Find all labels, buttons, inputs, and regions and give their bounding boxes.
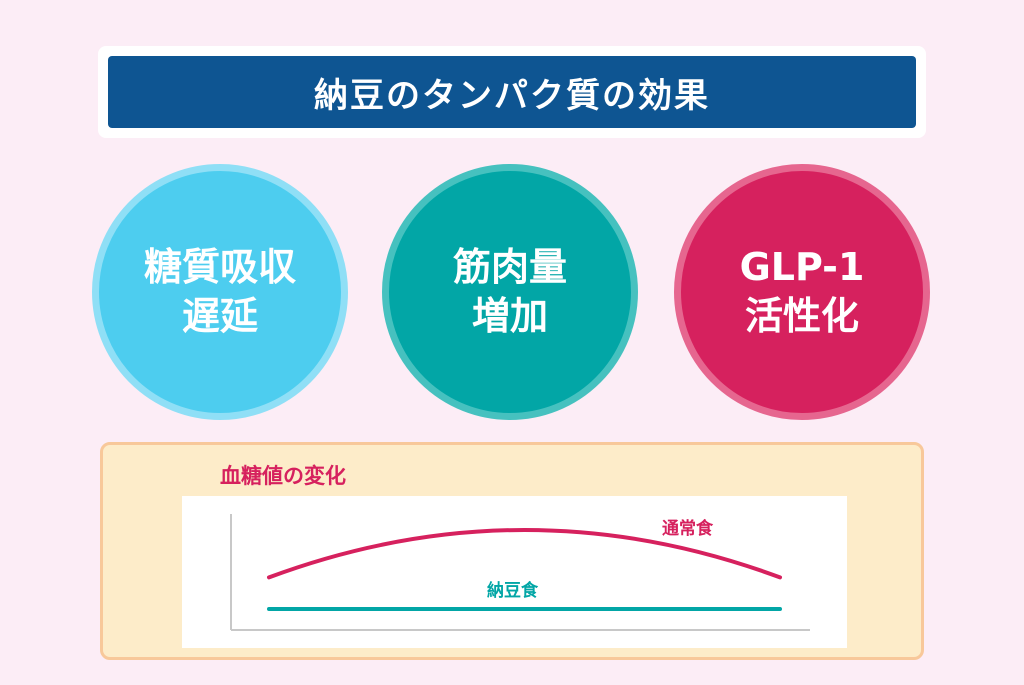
effect-label-line-2: 活性化: [744, 294, 859, 338]
page-title: 納豆のタンパク質の効果: [108, 56, 916, 128]
effect-circle-sugar-absorption-delay: 糖質吸収 遅延: [92, 164, 348, 420]
effect-label-line-1: GLP-1: [739, 244, 865, 289]
effect-label-line-2: 遅延: [181, 294, 258, 338]
chart-area: 通常食納豆食: [182, 496, 847, 648]
series-line-1: [267, 528, 782, 580]
effect-label-line-2: 増加: [471, 294, 548, 338]
chart-title: 血糖値の変化: [220, 464, 346, 488]
effect-circle-muscle-increase: 筋肉量 増加: [382, 164, 638, 420]
effect-label-line-1: 糖質吸収: [143, 244, 296, 289]
series-label-2: 納豆食: [487, 580, 539, 601]
series-label-1: 通常食: [662, 518, 714, 539]
effect-label-line-1: 筋肉量: [452, 244, 567, 289]
effect-circle-glp1-activation: GLP-1 活性化: [674, 164, 930, 420]
